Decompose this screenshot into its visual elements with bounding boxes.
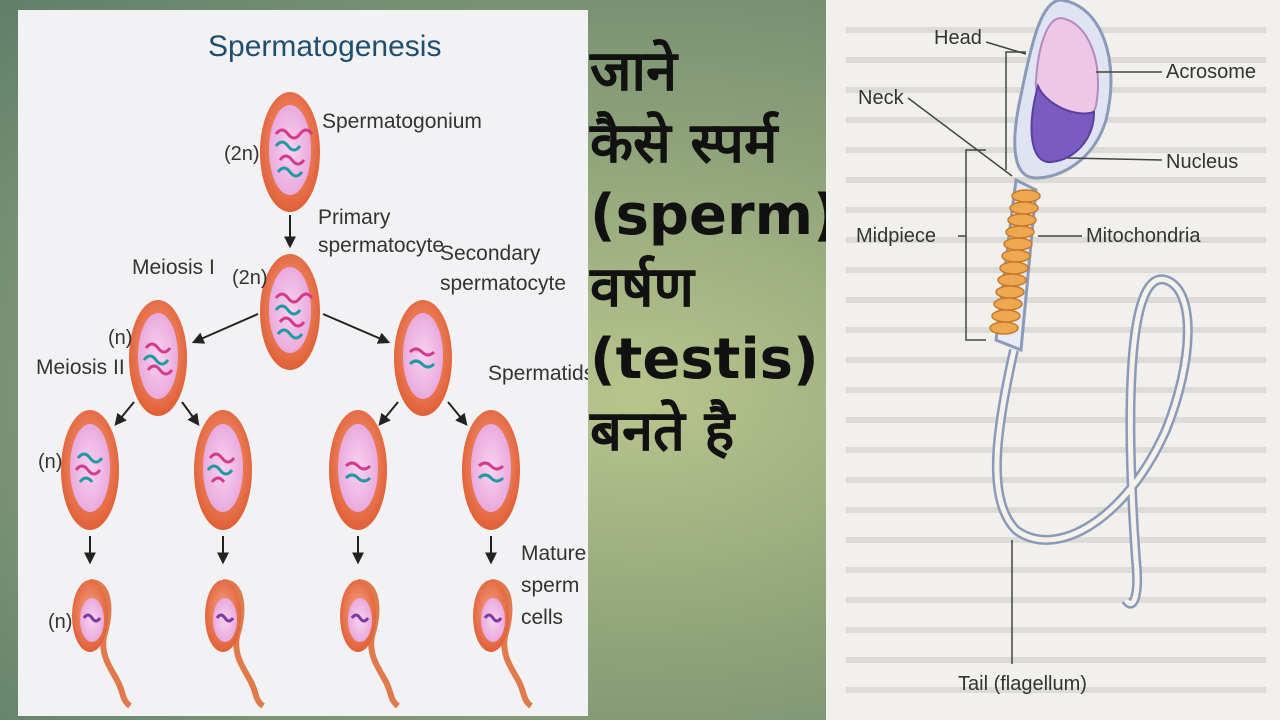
mature-sperm-3 — [340, 579, 400, 709]
label-leaders — [907, 41, 1163, 664]
arrow-sec-left-b — [181, 401, 200, 426]
background-text-lines — [846, 27, 1266, 693]
ploidy-spermatogonium: (2n) — [224, 143, 260, 165]
spermatid-3 — [329, 410, 387, 530]
label-secondary-1: Secondary — [440, 242, 541, 265]
headline: जाने कैसे स्पर्म (sperm) वर्षण (testis) … — [590, 36, 872, 468]
label-acrosome: Acrosome — [1166, 61, 1256, 83]
spermatogonium-cell — [260, 92, 320, 212]
secondary-spermatocyte-left — [129, 300, 187, 416]
secondary-spermatocyte-right — [394, 300, 452, 416]
label-mature-2: sperm — [521, 574, 579, 597]
arrow-to-secondary-left — [191, 313, 259, 344]
spermatogenesis-diagram: Spermatogenesis (2n) Spermatogonium (2n)… — [36, 30, 588, 709]
nucleus — [1030, 82, 1096, 164]
spermatid-1 — [61, 410, 119, 530]
arrow-sec-right-a — [378, 401, 399, 426]
label-midpiece: Midpiece — [856, 225, 936, 247]
spermatid-4 — [462, 410, 520, 530]
mature-sperm-2 — [205, 579, 265, 709]
headline-line-4: वर्षण — [590, 255, 694, 320]
label-meiosis-2: Meiosis II — [36, 356, 125, 379]
headline-line-1: जाने — [590, 39, 678, 104]
label-mature-1: Mature — [521, 542, 586, 565]
ploidy-primary: (2n) — [232, 267, 268, 289]
diagram-title: Spermatogenesis — [208, 30, 441, 63]
label-mitochondria: Mitochondria — [1086, 225, 1201, 247]
mitochondria — [989, 189, 1041, 335]
primary-spermatocyte-cell — [260, 254, 320, 370]
ploidy-sperm: (n) — [48, 611, 72, 633]
label-nucleus: Nucleus — [1166, 151, 1238, 173]
label-tail: Tail (flagellum) — [958, 673, 1087, 695]
arrow-sec-right-b — [447, 401, 468, 426]
label-spermatids: Spermatids — [488, 362, 588, 385]
label-secondary-2: spermatocyte — [440, 272, 566, 295]
headline-line-6: बनते है — [590, 399, 735, 464]
label-primary-1: Primary — [318, 206, 391, 229]
sperm-anatomy-diagram: Head Neck Midpiece Acrosome Nucleus Mito… — [846, 0, 1266, 695]
headline-line-3: (sperm) — [590, 183, 839, 248]
mature-sperm-4 — [473, 579, 533, 709]
spermatogenesis-panel: Spermatogenesis (2n) Spermatogonium (2n)… — [18, 10, 588, 716]
headline-line-5: (testis) मे — [590, 327, 872, 392]
label-neck: Neck — [858, 87, 905, 109]
label-meiosis-1: Meiosis I — [132, 256, 215, 279]
label-primary-2: spermatocyte — [318, 234, 444, 257]
arrow-to-secondary-right — [322, 313, 391, 344]
label-mature-3: cells — [521, 606, 563, 629]
headline-line-2: कैसे स्पर्म — [590, 111, 778, 176]
sperm-anatomy-panel: Head Neck Midpiece Acrosome Nucleus Mito… — [826, 0, 1280, 720]
spermatid-2 — [194, 410, 252, 530]
ploidy-secondary: (n) — [108, 327, 132, 349]
mature-sperm-1 — [72, 579, 132, 709]
arrow-sec-left-a — [114, 401, 135, 426]
label-spermatogonium: Spermatogonium — [322, 110, 482, 133]
label-head: Head — [934, 27, 982, 49]
ploidy-spermatid: (n) — [38, 451, 62, 473]
